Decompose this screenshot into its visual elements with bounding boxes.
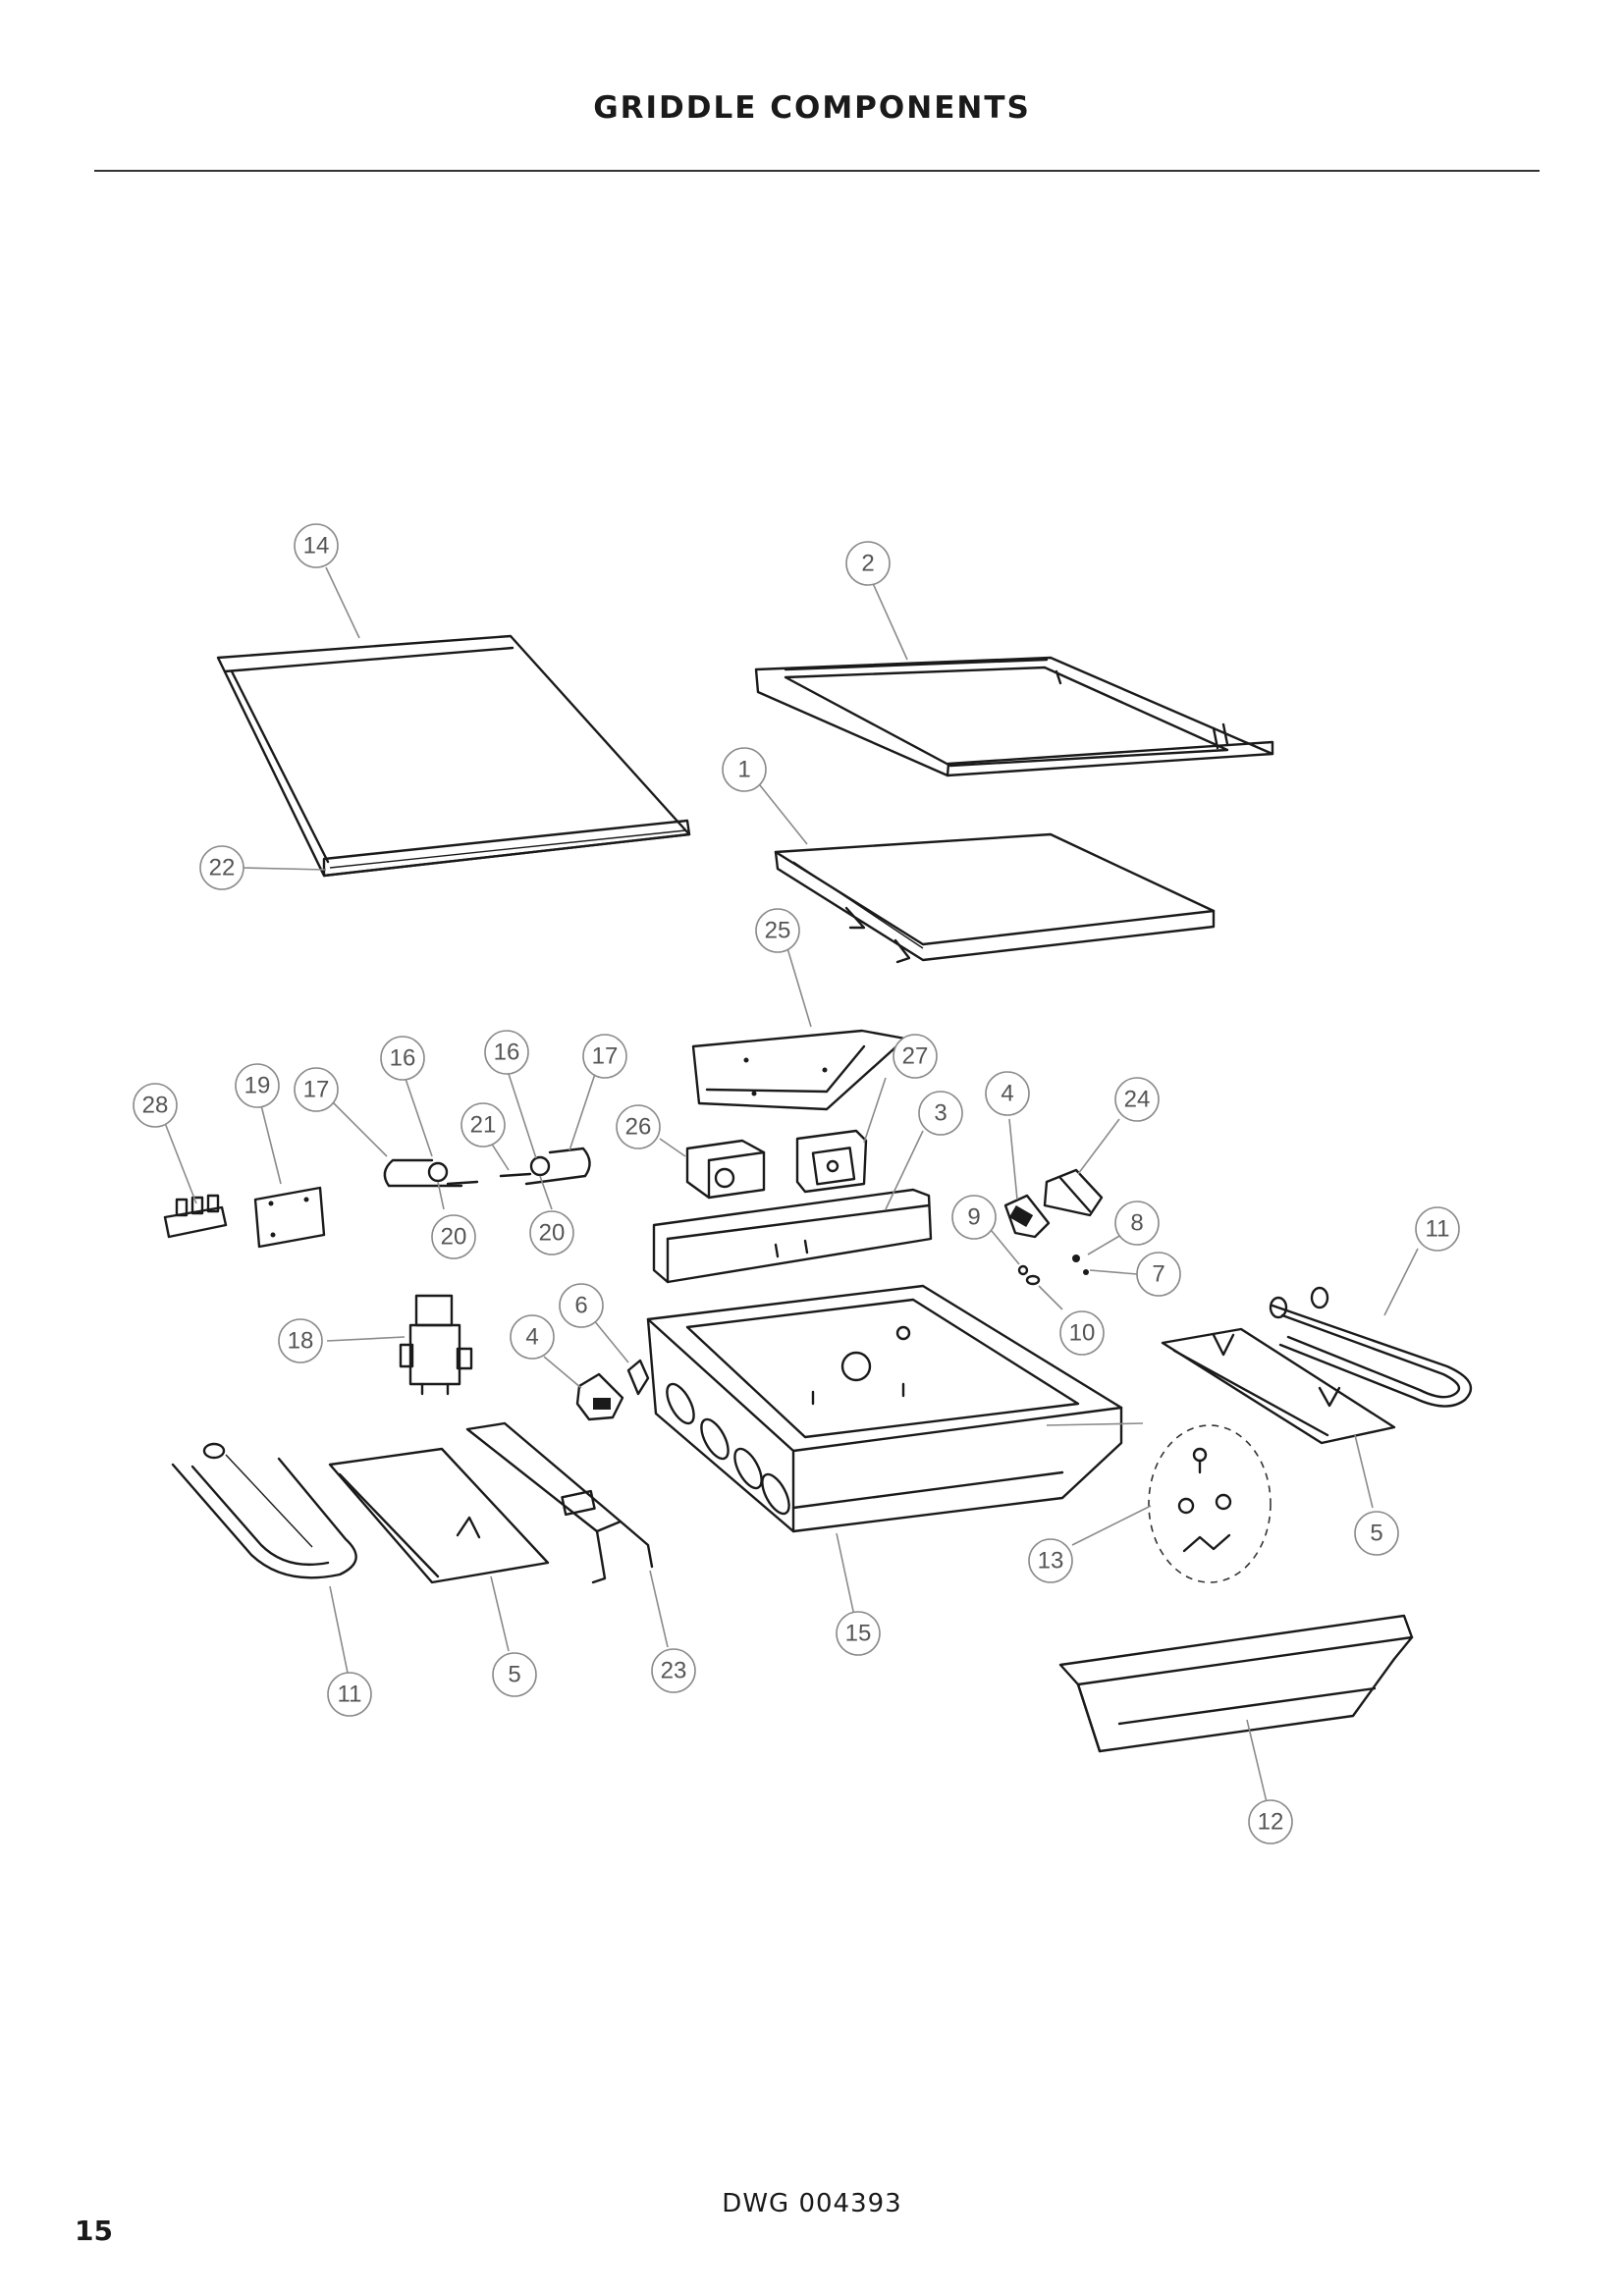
part-gas-valve [399, 1294, 473, 1396]
svg-text:16: 16 [390, 1045, 416, 1072]
svg-text:25: 25 [765, 918, 791, 944]
callout-6: 6 [559, 1283, 604, 1328]
svg-text:18: 18 [288, 1328, 314, 1355]
svg-text:26: 26 [625, 1114, 652, 1141]
part-igniter-right [1003, 1194, 1051, 1239]
page-title: GRIDDLE COMPONENTS [593, 90, 1031, 126]
part-spreader-right [1161, 1327, 1396, 1445]
svg-text:3: 3 [934, 1100, 947, 1127]
svg-text:11: 11 [1426, 1216, 1450, 1243]
part-bracket-6 [626, 1359, 650, 1396]
part-ignitor-bracket [1043, 1168, 1104, 1217]
callout-20-left: 20 [431, 1214, 476, 1259]
callout-19: 19 [235, 1063, 280, 1108]
callout-26: 26 [616, 1104, 661, 1149]
svg-text:1: 1 [737, 757, 750, 783]
svg-text:4: 4 [1001, 1081, 1013, 1107]
callout-3: 3 [918, 1091, 963, 1136]
svg-text:20: 20 [441, 1224, 467, 1251]
callout-7: 7 [1136, 1252, 1181, 1297]
svg-text:11: 11 [338, 1682, 362, 1708]
svg-text:13: 13 [1038, 1548, 1064, 1575]
svg-text:27: 27 [902, 1043, 929, 1070]
svg-text:21: 21 [470, 1112, 497, 1139]
svg-text:14: 14 [303, 533, 330, 560]
callout-17-left: 17 [294, 1067, 339, 1112]
svg-text:17: 17 [592, 1043, 619, 1070]
callout-2: 2 [845, 541, 891, 586]
callout-14: 14 [294, 523, 339, 568]
part-rail-23 [465, 1421, 654, 1584]
drawing-number: DWG 004393 [722, 2189, 902, 2218]
callout-9: 9 [951, 1195, 997, 1240]
callout-15: 15 [836, 1611, 881, 1656]
part-frame [754, 656, 1274, 777]
svg-text:5: 5 [1370, 1521, 1382, 1547]
callout-22: 22 [199, 845, 244, 890]
svg-text:8: 8 [1130, 1210, 1143, 1237]
part-burner-box [646, 1284, 1123, 1533]
callout-16-right: 16 [484, 1030, 529, 1075]
page-number: 15 [75, 2215, 113, 2247]
callout-5-right: 5 [1354, 1511, 1399, 1556]
svg-text:16: 16 [494, 1040, 520, 1066]
part-burner-tube-right [1269, 1286, 1473, 1408]
callout-27: 27 [893, 1034, 938, 1079]
callout-11-left: 11 [327, 1672, 372, 1717]
part-hardware-small [1017, 1255, 1089, 1286]
callout-18: 18 [278, 1318, 323, 1363]
svg-text:23: 23 [661, 1658, 687, 1684]
svg-text:12: 12 [1258, 1809, 1284, 1836]
callout-25: 25 [755, 908, 800, 953]
part-rear-panel [691, 1029, 907, 1111]
svg-text:24: 24 [1124, 1087, 1151, 1113]
callout-21: 21 [460, 1102, 506, 1148]
svg-text:4: 4 [525, 1324, 538, 1351]
callout-5-left: 5 [492, 1652, 537, 1697]
callout-4-left: 4 [510, 1314, 555, 1360]
part-spreader-left [328, 1447, 550, 1584]
part-bracket-27 [795, 1129, 868, 1194]
callout-11-right: 11 [1415, 1206, 1460, 1252]
part-gas-tube-right [499, 1147, 591, 1186]
callout-23: 23 [651, 1648, 696, 1693]
svg-text:28: 28 [142, 1093, 169, 1119]
svg-text:17: 17 [303, 1077, 330, 1103]
callout-4-right: 4 [985, 1071, 1030, 1116]
part-igniter-left [575, 1372, 624, 1421]
svg-text:10: 10 [1069, 1320, 1096, 1347]
svg-text:20: 20 [539, 1220, 566, 1247]
svg-text:15: 15 [845, 1621, 872, 1647]
callout-13: 13 [1028, 1538, 1073, 1583]
callout-1: 1 [722, 747, 767, 792]
svg-text:6: 6 [574, 1293, 587, 1319]
svg-text:19: 19 [244, 1073, 271, 1099]
part-manifold [163, 1194, 228, 1239]
svg-text:22: 22 [209, 855, 236, 881]
callout-24: 24 [1114, 1077, 1160, 1122]
part-drip-tray [1058, 1614, 1414, 1753]
part-hardware-detail [1148, 1424, 1272, 1583]
part-bracket-26 [685, 1139, 766, 1200]
svg-text:2: 2 [861, 551, 874, 577]
callout-17-right: 17 [582, 1034, 627, 1079]
callout-16-left: 16 [380, 1036, 425, 1081]
part-griddle-plate [774, 832, 1216, 964]
callout-8: 8 [1114, 1201, 1160, 1246]
callout-12: 12 [1248, 1799, 1293, 1844]
part-plate-19 [253, 1186, 326, 1249]
title-divider [94, 170, 1540, 172]
part-heat-shield [652, 1188, 933, 1284]
svg-text:7: 7 [1152, 1261, 1164, 1288]
part-burner-tube-left [171, 1442, 357, 1579]
callout-10: 10 [1059, 1310, 1105, 1356]
svg-text:9: 9 [967, 1204, 980, 1231]
callout-28: 28 [133, 1083, 178, 1128]
svg-text:5: 5 [508, 1662, 520, 1688]
part-gas-tube-left [383, 1158, 479, 1188]
callout-20-right: 20 [529, 1210, 574, 1255]
part-lid [216, 634, 691, 878]
